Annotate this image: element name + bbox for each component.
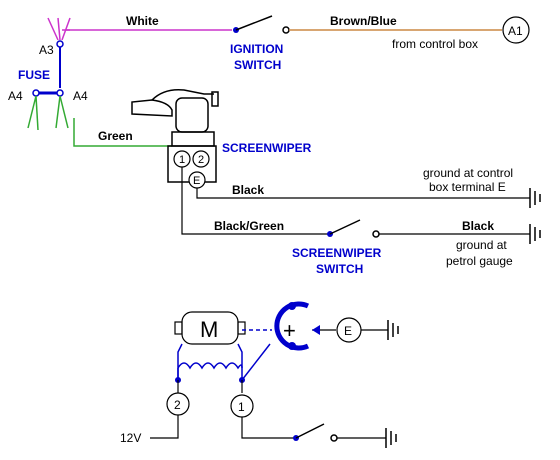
black-wire-right-label: Black <box>462 219 494 233</box>
ignition-switch <box>233 15 290 34</box>
wiper-terminal-1-label: 1 <box>179 154 185 166</box>
ground-symbol-control-box <box>529 188 541 208</box>
white-wire-label: White <box>126 14 159 28</box>
screenwiper-label: SCREENWIPER <box>222 141 312 155</box>
schematic-ground-switch <box>385 428 397 448</box>
ground-control-box-note-1: ground at control <box>423 166 513 180</box>
screenwiper-switch-label-1: SCREENWIPER <box>292 246 382 260</box>
fuse-label: FUSE <box>18 68 50 82</box>
schematic-ground-e <box>387 320 399 340</box>
park-switch-cam <box>241 301 336 381</box>
ground-petrol-note-1: ground at <box>456 238 507 252</box>
green-wire-label: Green <box>98 129 133 143</box>
ignition-switch-label-1: IGNITION <box>230 42 283 56</box>
screenwiper-switch <box>327 219 380 238</box>
motor-wiring <box>177 343 243 380</box>
green-wire <box>73 118 172 147</box>
motor-symbol <box>174 311 246 345</box>
black-wire-top <box>196 188 530 199</box>
terminal-a1-label: A1 <box>508 24 523 38</box>
brown-blue-wire-label: Brown/Blue <box>330 14 397 28</box>
fuse-block <box>27 17 71 131</box>
wiper-terminal-2 <box>192 150 210 168</box>
motor-label: M <box>200 317 218 342</box>
ignition-switch-label-2: SWITCH <box>234 58 281 72</box>
schematic-terminal-2-label: 2 <box>174 398 181 412</box>
schematic-wiper-switch <box>293 423 338 442</box>
schematic-terminal-e-label: E <box>344 324 352 338</box>
schematic-terminal-1-label: 1 <box>238 400 245 414</box>
black-green-wire <box>181 167 330 235</box>
terminal-a4-left-label: A4 <box>8 89 23 103</box>
control-box-note: from control box <box>392 37 478 51</box>
terminal-a4-right-label: A4 <box>73 89 88 103</box>
ground-petrol-note-2: petrol gauge <box>446 254 513 268</box>
black-wire-top-label: Black <box>232 183 264 197</box>
schematic-switch-wire <box>241 417 294 439</box>
field-coil <box>177 362 243 370</box>
screenwiper-switch-label-2: SWITCH <box>316 262 363 276</box>
wiper-terminal-e-label: E <box>193 175 200 187</box>
ground-control-box-note-2: box terminal E <box>429 180 506 194</box>
terminal-a3-label: A3 <box>39 43 54 57</box>
screenwiper-motor <box>131 88 219 183</box>
black-green-wire-label: Black/Green <box>214 219 284 233</box>
ground-symbol-petrol-gauge <box>529 224 541 244</box>
wiper-terminal-2-label: 2 <box>198 154 204 166</box>
cam-plus-label: + <box>283 318 296 343</box>
terminal-a1 <box>502 16 530 44</box>
supply-wire <box>150 415 179 439</box>
supply-label: 12V <box>120 431 141 445</box>
